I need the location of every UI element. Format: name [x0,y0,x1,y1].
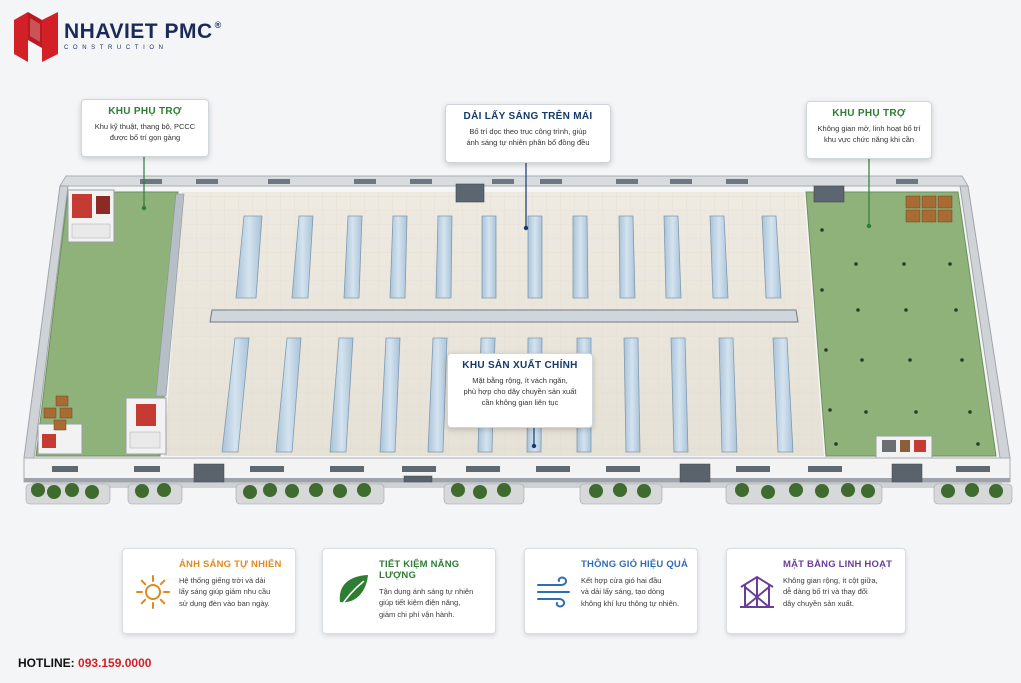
factory-floor-plan [23,157,1013,505]
left-auxiliary-zone [35,191,179,457]
top-right-door [813,185,845,203]
feature-body: Kết hợp cửa gió hai đầu và dải lấy sáng,… [581,576,680,608]
structure-icon [740,575,774,608]
callout-title: KHU PHỤ TRỢ [832,108,906,119]
left-corridor [155,193,185,397]
feature-body: Hệ thống giếng trời và dải lấy sáng giúp… [179,576,271,608]
brand-sub: CONSTRUCTION [64,45,168,51]
callout-main-production: KHU SẢN XUẤT CHÍNH Mặt bằng rộng, ít vác… [447,353,593,428]
callout-body: Khu kỹ thuật, thang bộ, PCCC được bố trí… [94,122,196,142]
wind-icon [537,576,570,608]
left-pallets [43,395,73,431]
right-equipment-room [875,435,933,461]
feature-card-ventilation: THÔNG GIÓ HIỆU QUẢ Kết hợp cửa gió hai đ… [524,548,698,634]
callout-skylight: DẢI LẤY SÁNG TRÊN MÁI Bố trí dọc theo tr… [445,104,611,163]
feature-card-energy-saving: TIẾT KIỆM NĂNG LƯỢNG Tận dụng ánh sáng t… [322,548,496,634]
brand-name: NHAVIET PMC® [64,20,222,43]
feature-body: Không gian rộng, ít cột giữa, dễ dàng bố… [783,576,878,608]
feature-title: TIẾT KIỆM NĂNG LƯỢNG [379,559,460,581]
hotline-label: HOTLINE: [18,656,75,670]
callout-leaders [143,157,870,226]
callout-title: KHU PHỤ TRỢ [108,106,182,117]
feature-title: ÁNH SÁNG TỰ NHIÊN [179,559,282,570]
callout-title: DẢI LẤY SÁNG TRÊN MÁI [463,111,593,122]
feature-body: Tận dụng ánh sáng tự nhiên giúp tiết kiệ… [379,587,474,619]
sun-icon [136,575,170,609]
right-zone-columns [820,228,980,446]
brand-logo: NHAVIET PMC® CONSTRUCTION [12,8,222,64]
left-service-room-top [67,189,115,243]
callout-body: Mặt bằng rộng, ít vách ngăn, phù hợp cho… [463,376,577,407]
planter-shrubs [31,483,1003,499]
callout-left-auxiliary: KHU PHỤ TRỢ Khu kỹ thuật, thang bộ, PCCC… [81,99,209,157]
roof-ridge [209,309,799,323]
feature-card-flexible-layout: MẶT BẰNG LINH HOẠT Không gian rộng, ít c… [726,548,906,634]
front-wall-windows [52,466,990,472]
feature-title: THÔNG GIÓ HIỆU QUẢ [581,559,689,570]
hotline: HOTLINE: 093.159.0000 [18,656,151,670]
top-door [455,183,485,203]
hotline-number[interactable]: 093.159.0000 [78,656,152,670]
leaf-icon [339,575,368,609]
feature-title: MẶT BẰNG LINH HOẠT [783,559,893,570]
top-wall-windows [140,179,918,184]
callout-body: Không gian mở, linh hoạt bố trí khu vực … [817,124,921,144]
callout-right-auxiliary: KHU PHỤ TRỢ Không gian mở, linh hoạt bố … [806,101,932,159]
right-auxiliary-zone [805,191,997,457]
callout-title: KHU SẢN XUẤT CHÍNH [462,360,578,371]
logo-mark-icon [14,12,58,62]
feature-card-natural-light: ÁNH SÁNG TỰ NHIÊN Hệ thống giếng trời và… [122,548,296,634]
callout-body: Bố trí dọc theo trục công trình, giúp án… [466,127,590,147]
right-pallets [905,195,953,223]
front-wall-doors [193,463,923,483]
skylight-row-top [235,215,782,299]
